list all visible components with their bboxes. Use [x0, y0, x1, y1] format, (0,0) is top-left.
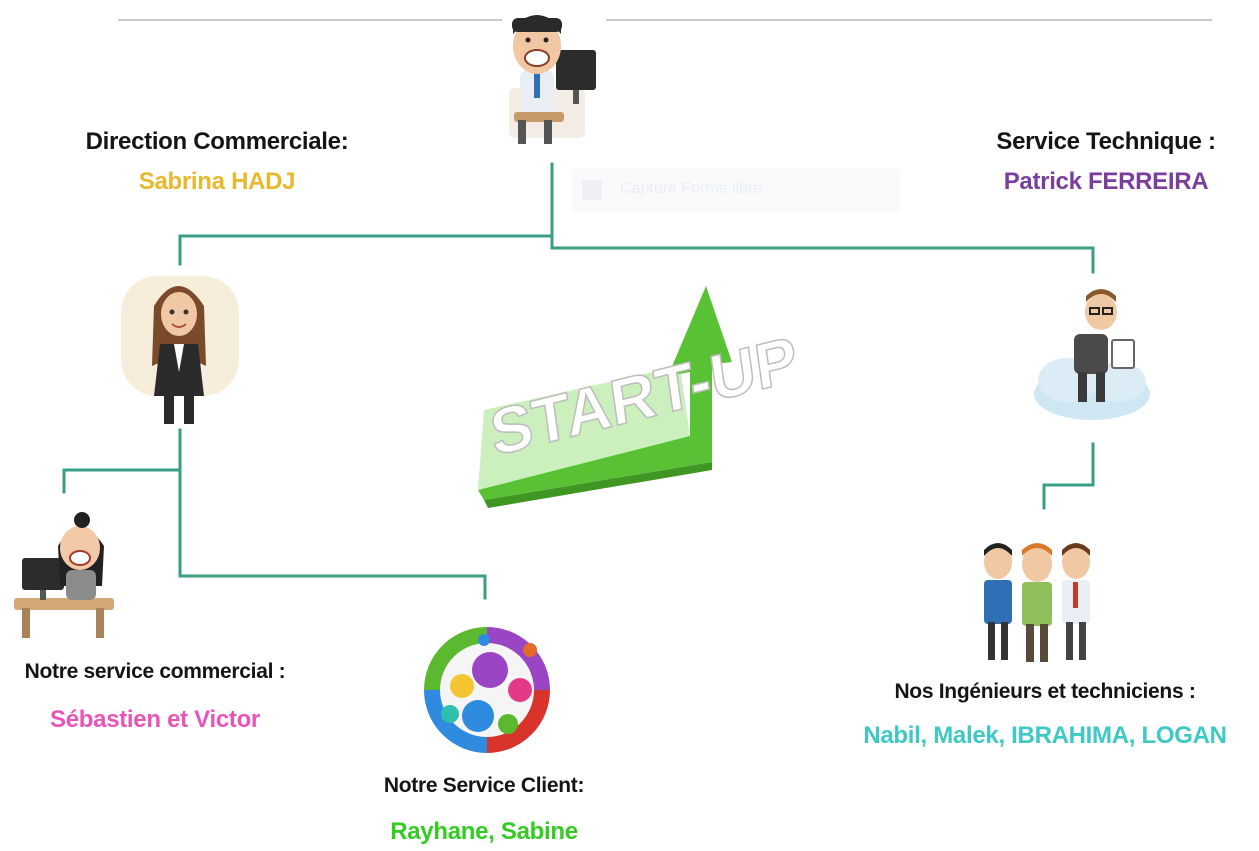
ingenieurs-name: Nabil, Malek, IBRAHIMA, LOGAN — [863, 722, 1227, 749]
connector-direction-down — [178, 428, 487, 600]
client-name: Rayhane, Sabine — [390, 818, 578, 845]
direction-name: Sabrina HADJ — [138, 168, 296, 195]
connector-to-commercial — [62, 468, 182, 494]
commercial-role: Notre service commercial : — [24, 660, 286, 683]
client-role: Notre Service Client: — [383, 774, 585, 797]
connector-to-direction — [178, 234, 554, 266]
technique-name: Patrick FERREIRA — [1003, 168, 1209, 195]
capture-icon — [582, 180, 602, 200]
connector-to-technique — [550, 234, 1095, 274]
watermark-text: Capture Forme libre — [620, 180, 763, 197]
commercial-name: Sébastien et Victor — [50, 706, 260, 733]
ingenieurs-role: Nos Ingénieurs et techniciens : — [894, 680, 1196, 703]
connector-technique-down — [1042, 442, 1095, 510]
direction-role: Direction Commerciale: — [85, 128, 349, 155]
technique-role: Service Technique : — [996, 128, 1216, 155]
capture-watermark: Capture Forme libre — [572, 168, 900, 212]
